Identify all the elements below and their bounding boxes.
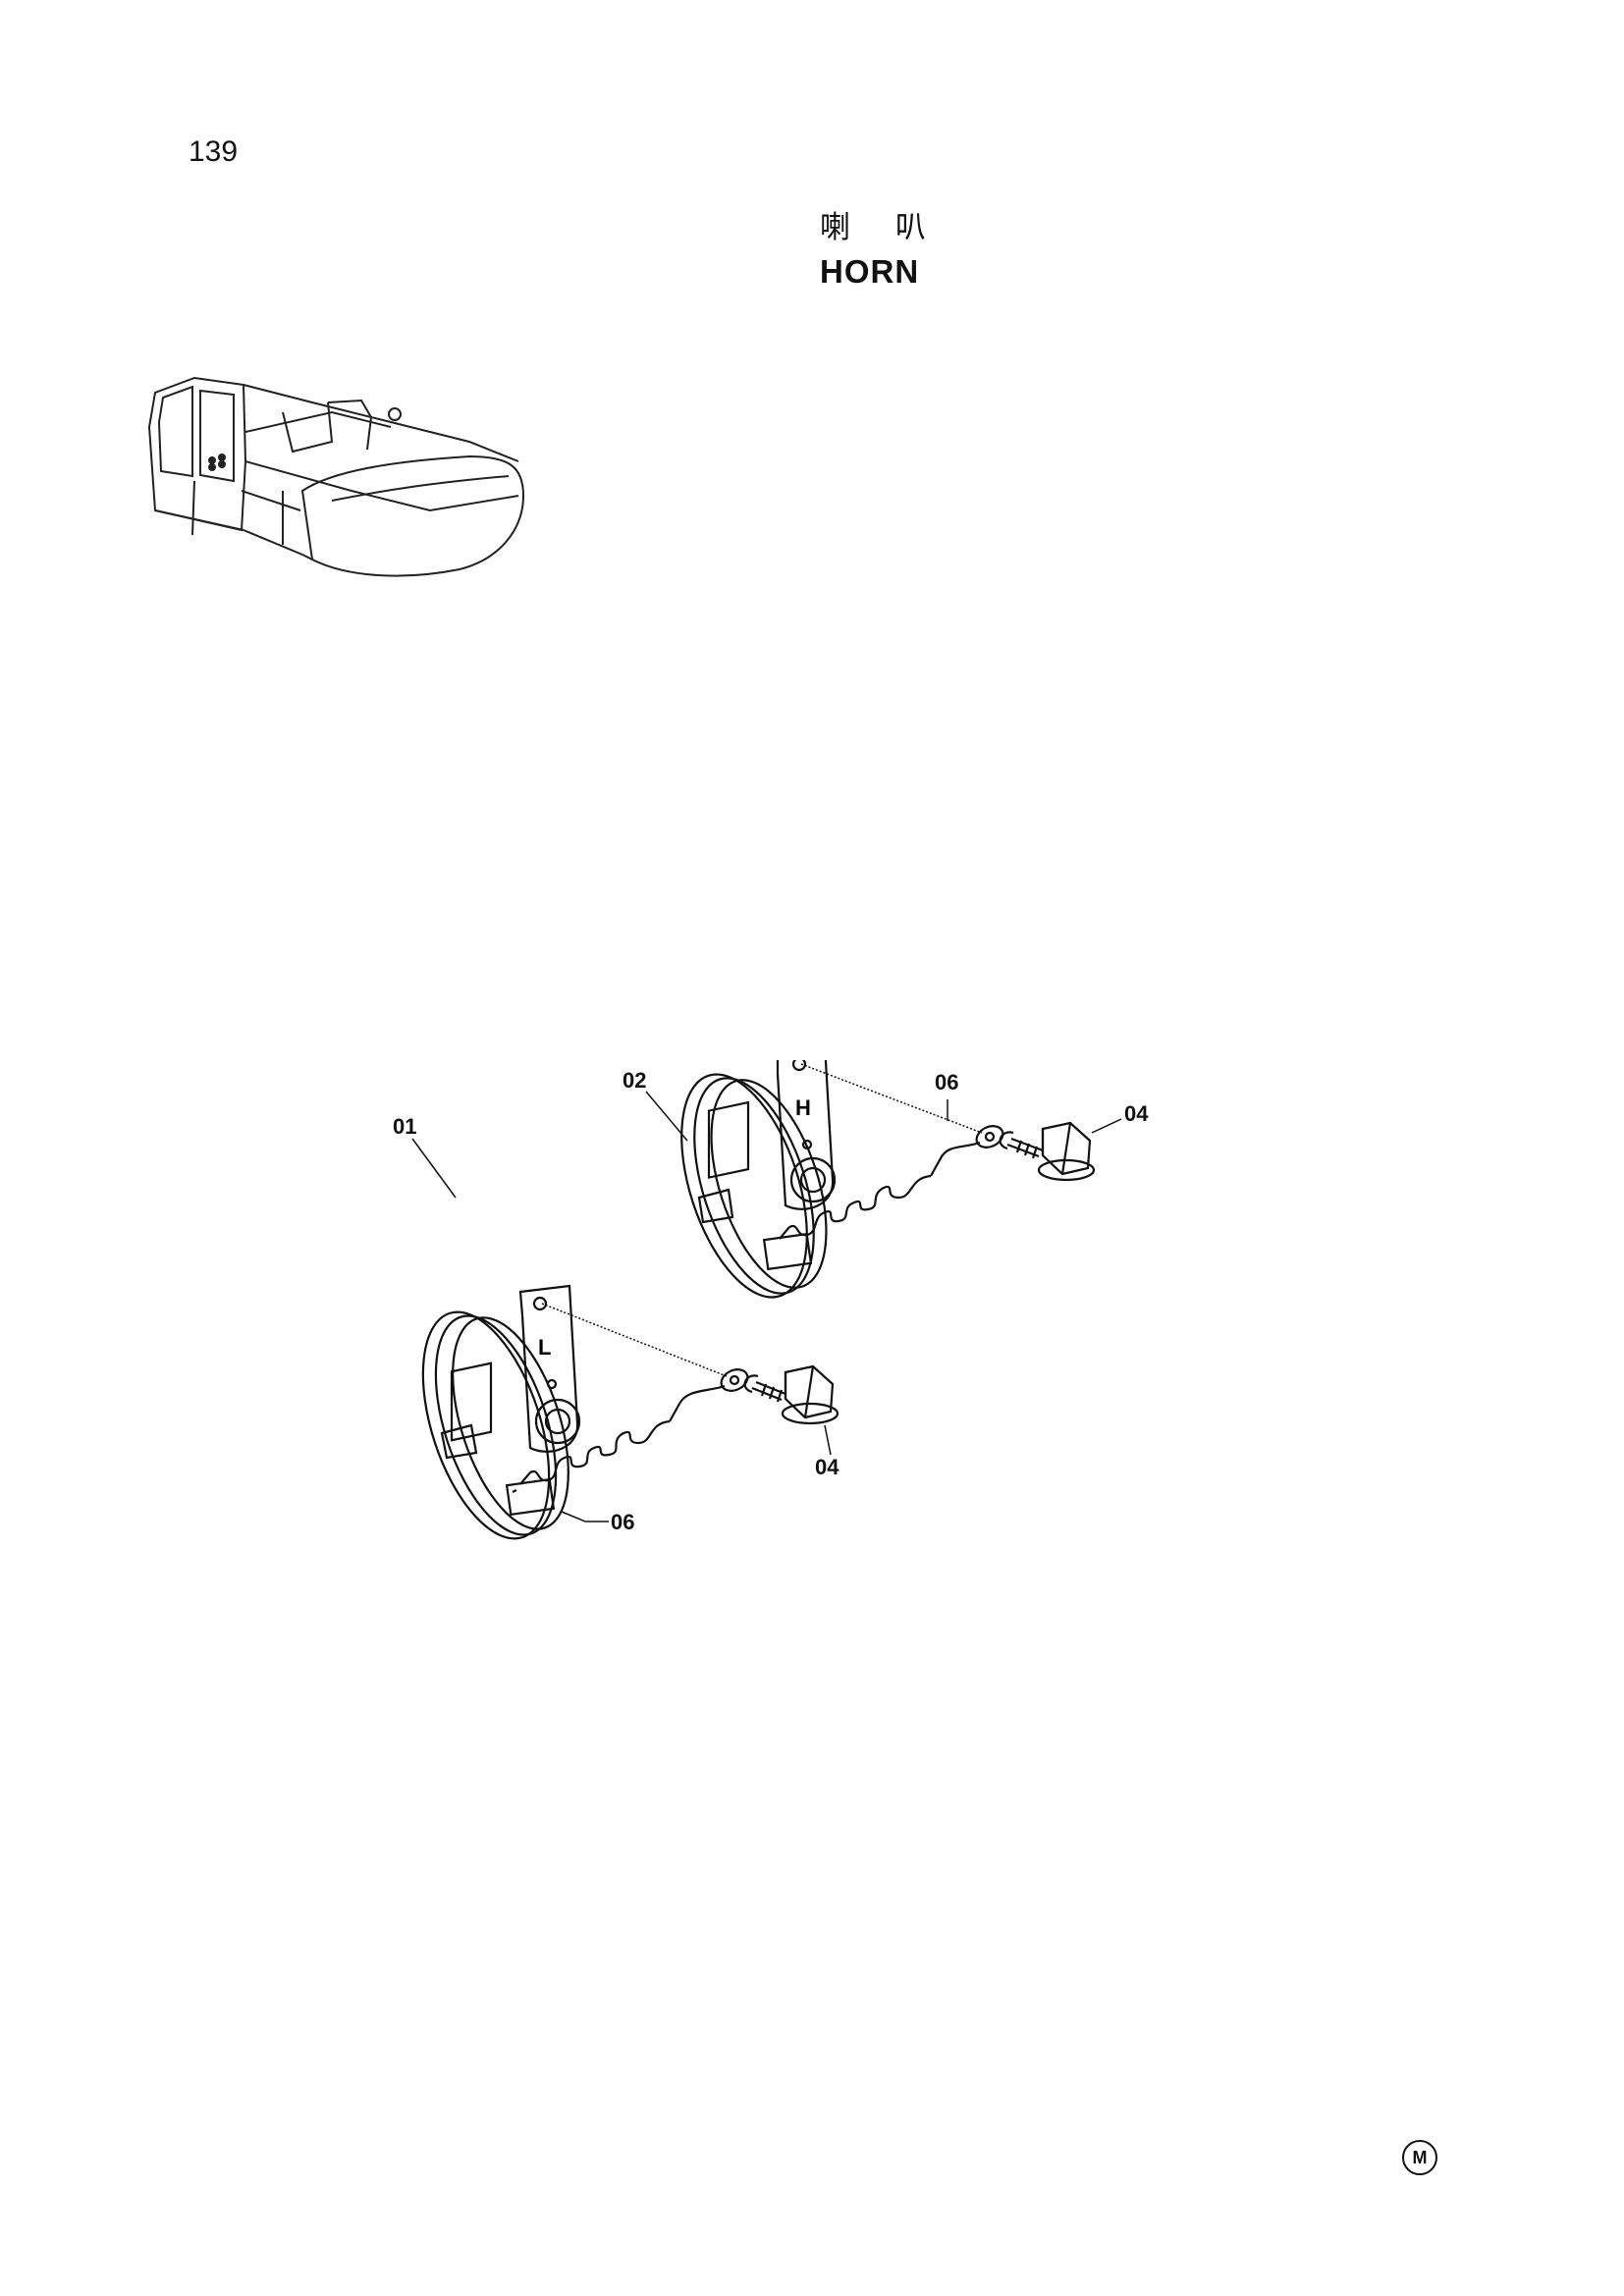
callout-terminal-upper: 06 xyxy=(935,1070,958,1095)
callout-horn-high: 02 xyxy=(623,1068,646,1093)
corner-mark: M xyxy=(1402,2140,1437,2175)
machine-location-thumbnail xyxy=(147,376,525,577)
terminal-wire-upper xyxy=(762,1125,1004,1271)
horn-low-bracket xyxy=(518,1284,579,1453)
callout-bolt-lower: 04 xyxy=(815,1455,839,1479)
horn-low-letter: L xyxy=(538,1335,551,1360)
bolt-lower xyxy=(743,1364,839,1425)
title-english: HORN xyxy=(820,253,920,290)
callout-terminal-lower: 06 xyxy=(611,1510,634,1534)
callout-bolt-upper: 04 xyxy=(1124,1101,1149,1126)
horn-high-letter: H xyxy=(795,1095,811,1120)
horn-high-body xyxy=(680,1073,808,1299)
terminal-lower xyxy=(505,1477,556,1517)
horn-high-bracket xyxy=(776,1060,835,1210)
horn-low-body xyxy=(421,1310,551,1540)
horn-low-assembly xyxy=(421,1284,581,1540)
counterweight-outline xyxy=(300,454,525,577)
title-chinese: 喇 叭 xyxy=(820,210,944,245)
bolt-upper xyxy=(999,1121,1096,1182)
horn-exploded-diagram: 02 01 06 04 04 06 L H xyxy=(393,1060,1149,1540)
callout-horn-low: 01 xyxy=(393,1114,416,1139)
terminal-wire-lower xyxy=(505,1368,749,1517)
cab-outline xyxy=(147,376,247,532)
horn-high-assembly xyxy=(680,1060,837,1299)
terminal-upper xyxy=(762,1232,813,1271)
page-number: 139 xyxy=(189,135,239,168)
